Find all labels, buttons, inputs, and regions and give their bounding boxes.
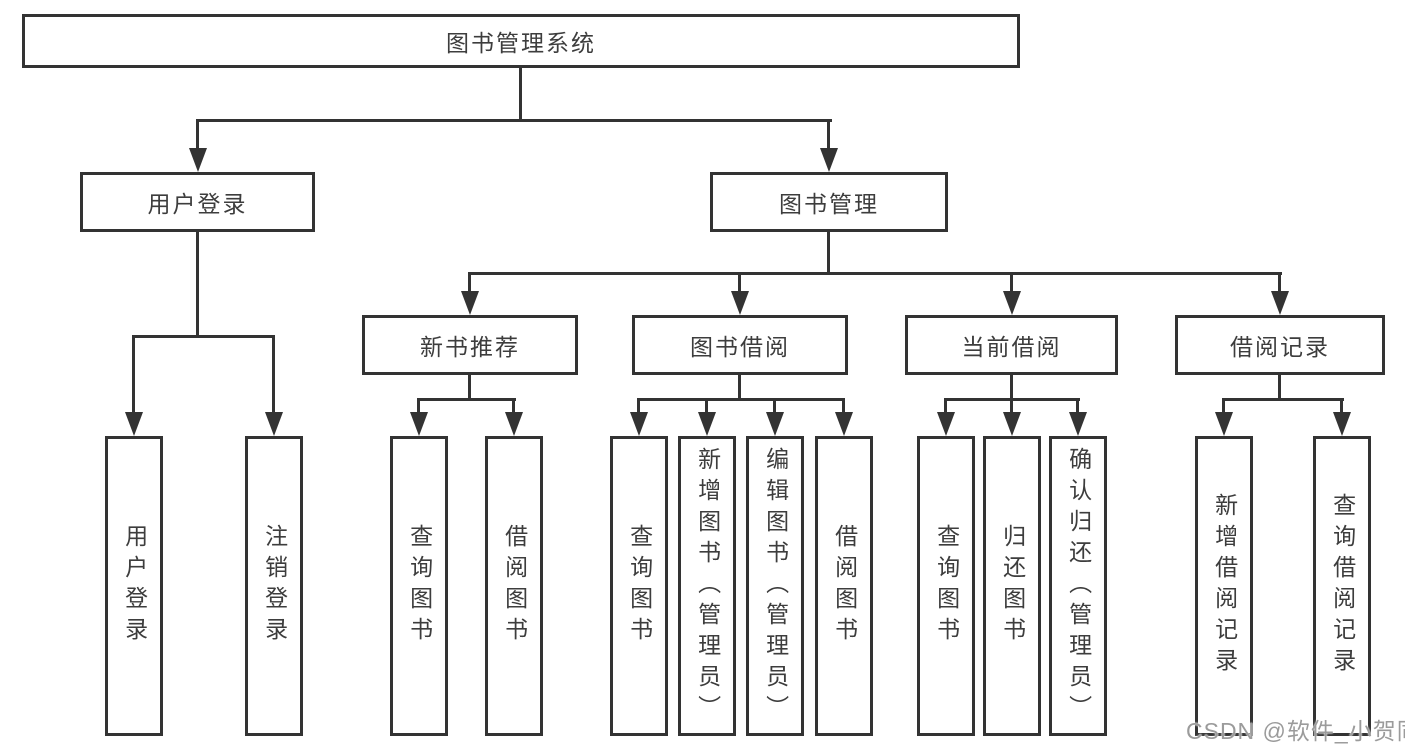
connector-line bbox=[468, 272, 471, 293]
node-book-borrow-label: 图书借阅 bbox=[690, 334, 790, 360]
connector-line bbox=[519, 68, 522, 119]
leaf-add-borrow-record-label: 新增借阅记录 bbox=[1211, 493, 1238, 679]
node-new-book-recommend-label: 新书推荐 bbox=[420, 334, 520, 360]
arrow-down-icon bbox=[1333, 412, 1351, 436]
leaf-borrow-query-book: 查询图书 bbox=[610, 436, 668, 736]
leaf-query-borrow-record: 查询借阅记录 bbox=[1313, 436, 1371, 736]
connector-line bbox=[944, 398, 947, 414]
node-current-borrow-label: 当前借阅 bbox=[961, 334, 1062, 360]
connector-line bbox=[1222, 398, 1225, 414]
leaf-add-borrow-record: 新增借阅记录 bbox=[1195, 436, 1253, 736]
arrow-down-icon bbox=[1215, 412, 1233, 436]
node-book-borrow: 图书借阅 bbox=[632, 315, 848, 375]
connector-line bbox=[196, 119, 832, 122]
connector-line bbox=[1278, 272, 1281, 293]
leaf-logout: 注销登录 bbox=[245, 436, 303, 736]
connector-line bbox=[1340, 398, 1343, 414]
arrow-down-icon bbox=[1069, 412, 1087, 436]
connector-line bbox=[468, 375, 471, 401]
connector-line bbox=[1222, 398, 1344, 401]
arrow-down-icon bbox=[1003, 412, 1021, 436]
leaf-user-login: 用户登录 bbox=[105, 436, 163, 736]
node-root: 图书管理系统 bbox=[22, 14, 1020, 68]
connector-line bbox=[1278, 375, 1281, 401]
connector-line bbox=[827, 119, 830, 150]
node-new-book-recommend: 新书推荐 bbox=[362, 315, 578, 375]
node-user-login-label: 用户登录 bbox=[147, 191, 248, 217]
arrow-down-icon bbox=[1003, 291, 1021, 315]
arrow-down-icon bbox=[410, 412, 428, 436]
leaf-edit-book-admin: 编辑图书（管理员） bbox=[746, 436, 804, 736]
leaf-confirm-return-admin: 确认归还（管理员） bbox=[1049, 436, 1107, 736]
connector-line bbox=[827, 232, 830, 275]
connector-line bbox=[637, 398, 640, 414]
arrow-down-icon bbox=[937, 412, 955, 436]
arrow-down-icon bbox=[698, 412, 716, 436]
arrow-down-icon bbox=[766, 412, 784, 436]
node-borrow-record-label: 借阅记录 bbox=[1230, 334, 1330, 360]
connector-line bbox=[1010, 375, 1013, 401]
leaf-logout-label: 注销登录 bbox=[261, 524, 288, 648]
leaf-add-book-admin: 新增图书（管理员） bbox=[678, 436, 736, 736]
arrow-down-icon bbox=[125, 412, 143, 436]
connector-line bbox=[272, 335, 275, 414]
node-current-borrow: 当前借阅 bbox=[905, 315, 1118, 375]
connector-line bbox=[1010, 272, 1013, 293]
arrow-down-icon bbox=[820, 148, 838, 172]
leaf-add-book-admin-label: 新增图书（管理员） bbox=[694, 446, 721, 726]
leaf-current-query-book-label: 查询图书 bbox=[933, 524, 960, 648]
leaf-confirm-return-admin-label: 确认归还（管理员） bbox=[1065, 446, 1092, 726]
leaf-recommend-borrow-book: 借阅图书 bbox=[485, 436, 543, 736]
leaf-borrow-book: 借阅图书 bbox=[815, 436, 873, 736]
node-user-login: 用户登录 bbox=[80, 172, 315, 232]
connector-line bbox=[132, 335, 135, 414]
connector-line bbox=[196, 232, 199, 338]
arrow-down-icon bbox=[630, 412, 648, 436]
leaf-recommend-query-book-label: 查询图书 bbox=[406, 524, 433, 648]
leaf-query-borrow-record-label: 查询借阅记录 bbox=[1329, 493, 1356, 679]
connector-line bbox=[1010, 398, 1013, 414]
connector-line bbox=[512, 398, 515, 414]
connector-line bbox=[705, 398, 708, 414]
leaf-borrow-query-book-label: 查询图书 bbox=[626, 524, 653, 648]
connector-line bbox=[196, 119, 199, 150]
leaf-edit-book-admin-label: 编辑图书（管理员） bbox=[762, 446, 789, 726]
connector-line bbox=[468, 272, 1282, 275]
connector-line bbox=[738, 272, 741, 293]
node-root-label: 图书管理系统 bbox=[446, 30, 596, 56]
connector-line bbox=[842, 398, 845, 414]
arrow-down-icon bbox=[189, 148, 207, 172]
leaf-current-query-book: 查询图书 bbox=[917, 436, 975, 736]
arrow-down-icon bbox=[835, 412, 853, 436]
connector-line bbox=[738, 375, 741, 401]
arrow-down-icon bbox=[265, 412, 283, 436]
leaf-recommend-borrow-book-label: 借阅图书 bbox=[501, 524, 528, 648]
arrow-down-icon bbox=[461, 291, 479, 315]
connector-line bbox=[417, 398, 420, 414]
node-borrow-record: 借阅记录 bbox=[1175, 315, 1385, 375]
node-book-management-label: 图书管理 bbox=[779, 191, 879, 217]
connector-line bbox=[417, 398, 516, 401]
connector-line bbox=[637, 398, 845, 401]
arrow-down-icon bbox=[505, 412, 523, 436]
connector-line bbox=[132, 335, 275, 338]
connector-line bbox=[1076, 398, 1079, 414]
leaf-return-book-label: 归还图书 bbox=[999, 524, 1026, 648]
node-book-management: 图书管理 bbox=[710, 172, 948, 232]
watermark: CSDN @软件_小贺同学 bbox=[1186, 718, 1405, 744]
leaf-borrow-book-label: 借阅图书 bbox=[831, 524, 858, 648]
leaf-user-login-label: 用户登录 bbox=[121, 524, 148, 648]
leaf-return-book: 归还图书 bbox=[983, 436, 1041, 736]
connector-line bbox=[773, 398, 776, 414]
arrow-down-icon bbox=[731, 291, 749, 315]
leaf-recommend-query-book: 查询图书 bbox=[390, 436, 448, 736]
arrow-down-icon bbox=[1271, 291, 1289, 315]
